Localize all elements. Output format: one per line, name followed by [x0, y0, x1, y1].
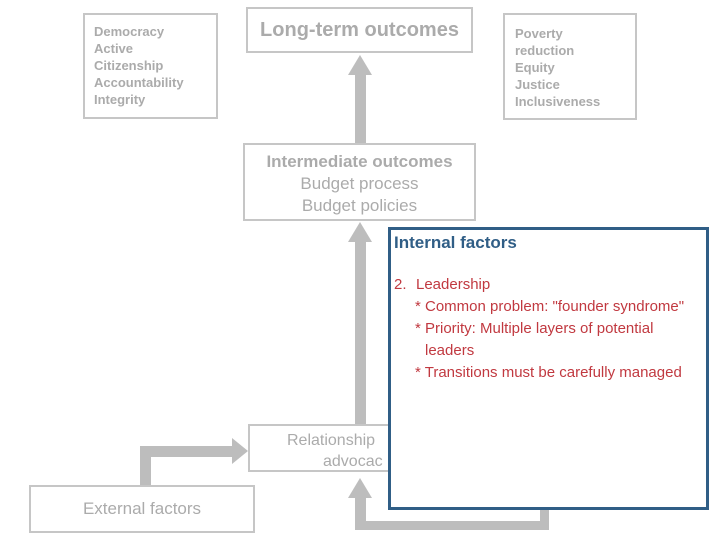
- values-line: Citizenship: [94, 58, 164, 73]
- internal-factors-content: 2. Leadership * Common problem: "founder …: [394, 274, 706, 384]
- internal-factors-panel: Internal factors 2. Leadership * Common p…: [388, 227, 709, 510]
- leadership-bullet: * Priority: Multiple layers of potential: [415, 320, 654, 337]
- leadership-bullet: * Transitions must be carefully managed: [415, 364, 682, 381]
- arrow-external-elbow-vertical: [140, 446, 151, 486]
- arrow-up-to-longterm-head-icon: [348, 55, 372, 75]
- intermediate-line: Budget process: [300, 174, 419, 193]
- arrow-up-to-longterm-shaft: [355, 74, 366, 144]
- relationship-line: Relationship: [287, 432, 376, 449]
- intermediate-outcomes-title: Intermediate outcomes: [266, 152, 453, 171]
- leadership-item: 2. Leadership: [394, 274, 706, 296]
- values-line: Active: [94, 41, 134, 56]
- leadership-bullet: * Common problem: "founder syndrome": [415, 298, 685, 315]
- long-term-outcomes-box: Long-term outcomes: [246, 7, 473, 53]
- outcome-line: Equity: [515, 60, 555, 75]
- outcome-line: Poverty: [515, 26, 563, 41]
- values-line: Accountability: [94, 75, 184, 90]
- arrow-bottom-elbow-horizontal: [355, 521, 549, 530]
- long-term-outcomes-label: Long-term outcomes: [260, 18, 459, 41]
- leadership-bullet-continuation: leaders: [425, 342, 475, 359]
- relationship-line: advocac: [323, 453, 383, 470]
- arrow-external-elbow-horizontal: [140, 446, 232, 457]
- arrow-bottom-elbow-left-vertical: [355, 497, 366, 530]
- external-factors-box: External factors: [29, 485, 255, 533]
- arrow-bottom-elbow-head-icon: [348, 478, 372, 498]
- leadership-item-number: 2.: [394, 276, 407, 293]
- values-line: Democracy: [94, 24, 165, 39]
- arrow-external-head-icon: [232, 438, 248, 464]
- intermediate-outcomes-box: Intermediate outcomes Budget process Bud…: [243, 143, 476, 221]
- arrow-bottom-elbow-right-vertical: [540, 498, 549, 530]
- leadership-item-label: Leadership: [416, 276, 491, 293]
- arrow-up-to-intermediate-shaft: [355, 241, 366, 425]
- outcome-line: Inclusiveness: [515, 94, 601, 109]
- internal-factors-title: Internal factors: [394, 233, 517, 252]
- external-factors-label: External factors: [82, 499, 202, 518]
- outcome-line: Justice: [515, 77, 560, 92]
- values-box: Democracy Active Citizenship Accountabil…: [83, 13, 218, 119]
- intermediate-line: Budget policies: [301, 196, 418, 215]
- poverty-outcomes-box: Poverty reduction Equity Justice Inclusi…: [503, 13, 637, 120]
- values-line: Integrity: [94, 92, 146, 107]
- arrow-up-to-intermediate-head-icon: [348, 222, 372, 242]
- outcome-line: reduction: [515, 43, 575, 58]
